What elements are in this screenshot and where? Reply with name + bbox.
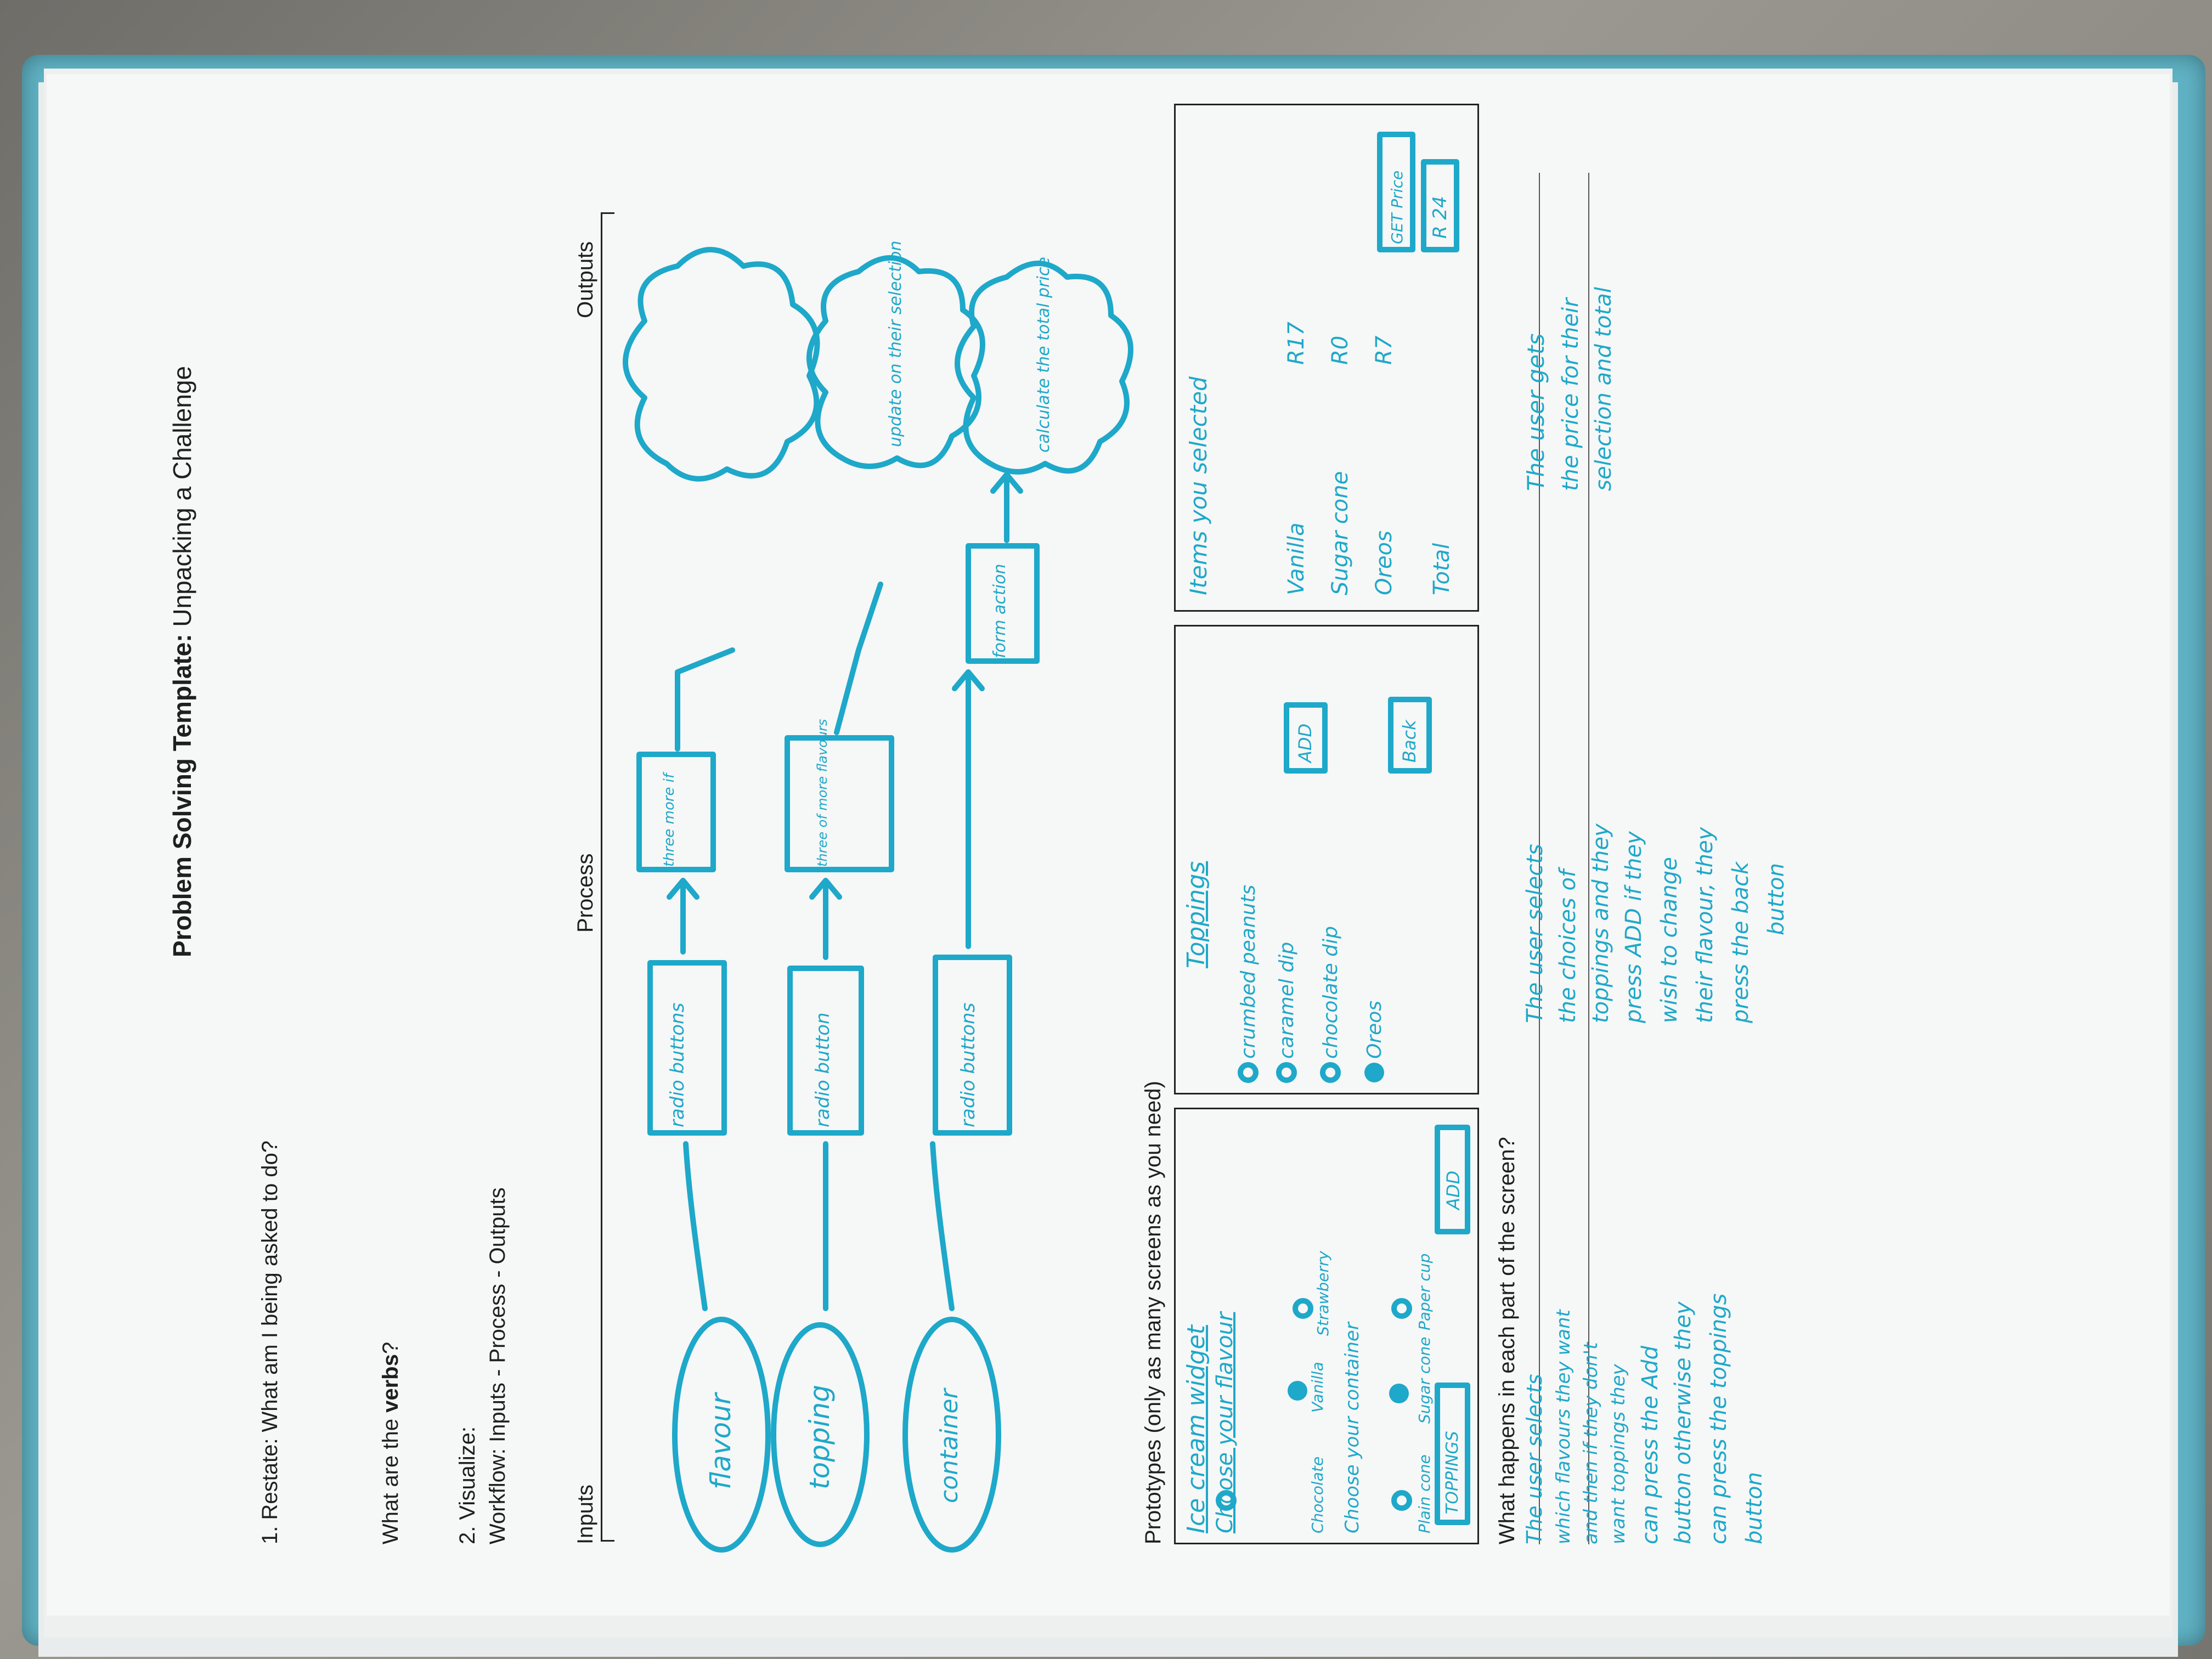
back-btn-outline: [1388, 697, 1432, 774]
explanation-2-line: The user selects: [1522, 844, 1548, 1023]
process-box-1: [647, 960, 727, 1136]
process-box-6: [966, 543, 1040, 664]
explanation-1-line: can press the toppings: [1706, 1293, 1731, 1544]
explanation-3-line: selection and total: [1591, 287, 1616, 491]
explanation-2-line: their flavour, they: [1692, 827, 1718, 1023]
screen1-container-paper: Paper cup: [1415, 1253, 1434, 1330]
add-btn-outline-1: [1435, 1125, 1470, 1234]
output-cloud-1: [623, 247, 820, 482]
screen3-row-name-1: Vanilla: [1284, 522, 1309, 595]
input-flavour: flavour: [705, 1393, 737, 1489]
output-cloud-3: [955, 261, 1133, 475]
process-three-more: three more if: [661, 773, 678, 867]
arrow-3: [952, 669, 985, 949]
radio-strawberry: [1293, 1298, 1313, 1319]
screen2-item-chocolate-dip: chocolate dip: [1319, 926, 1342, 1059]
screen1-flavour-vanilla: Vanilla: [1308, 1362, 1327, 1413]
input-oval-flavour: [672, 1317, 771, 1553]
process-box-2: [787, 966, 864, 1136]
radio-paper-cup: [1391, 1298, 1412, 1319]
explanation-1-line: which flavours they want: [1553, 1310, 1575, 1544]
radio-caramel: [1276, 1062, 1297, 1083]
screen3-row-price-3: R7: [1372, 335, 1397, 365]
screen3-total-label: Total: [1429, 543, 1454, 595]
screen2-item-oreos: Oreos: [1363, 1000, 1386, 1059]
worksheet-page: Problem Solving Template: Unpacking a Ch…: [47, 74, 2170, 1616]
explanation-1-line: can press the Add: [1638, 1346, 1663, 1544]
paper-sheet: [47, 74, 2170, 1616]
screen1-toppings-button: TOPPINGS: [1443, 1431, 1462, 1514]
explanation-3-line: the price for their: [1558, 298, 1583, 491]
input-topping: topping: [804, 1385, 836, 1489]
radio-chocolate-dip: [1320, 1062, 1341, 1083]
add-btn-outline-2: [1284, 702, 1328, 774]
screen1-flavour-strawberry: Strawberry: [1314, 1251, 1332, 1336]
screen1-title: Ice cream widget: [1182, 1325, 1210, 1533]
process-box-4: [636, 752, 716, 872]
input-oval-container: [902, 1317, 1001, 1553]
explanation-2-line: press ADD if they: [1621, 831, 1646, 1023]
output-cloud-2: [806, 255, 985, 469]
arrow-1: [667, 878, 699, 955]
arrow-4: [675, 647, 735, 752]
input-container: container: [935, 1389, 963, 1503]
toppings-btn-outline: [1435, 1383, 1470, 1525]
screen2-add-button: ADD: [1295, 723, 1316, 763]
screen2-item-caramel: caramel dip: [1276, 941, 1298, 1059]
screen2-title: Toppings: [1182, 861, 1210, 968]
explanation-1-line: button otherwise they: [1671, 1301, 1696, 1544]
explanation-1-line: want toppings they: [1607, 1364, 1629, 1544]
arrow-6: [990, 472, 1023, 543]
explanation-3-line: The user gets: [1522, 333, 1549, 491]
process-radio-3: radio buttons: [957, 1002, 979, 1127]
explanation-1-line: The user selects: [1522, 1374, 1547, 1544]
process-three-flavours: three of more flavours: [815, 719, 830, 867]
process-radio-2: radio button: [812, 1012, 834, 1127]
output-update: update on their selection: [886, 240, 905, 447]
screen2-back-button: Back: [1399, 720, 1420, 763]
screen3-total-value: R 24: [1429, 196, 1451, 239]
input-line-3: [930, 1141, 955, 1311]
screen3-row-price-2: R0: [1328, 335, 1353, 365]
radio-plain-cone: [1391, 1490, 1412, 1511]
screen1-container-plain: Plain cone: [1415, 1454, 1434, 1533]
explanation-1-line: button: [1742, 1472, 1767, 1544]
radio-peanuts: [1238, 1062, 1259, 1083]
process-box-5: [785, 735, 894, 872]
screen3-row-name-3: Oreos: [1372, 531, 1397, 595]
screen2-item-peanuts: crumbed peanuts: [1237, 884, 1260, 1059]
radio-oreos-selected: [1364, 1063, 1384, 1082]
screen1-container-sugar: Sugar cone: [1415, 1336, 1434, 1424]
screen3-row-name-2: Sugar cone: [1328, 471, 1353, 595]
explanation-2-line: toppings and they: [1588, 823, 1613, 1023]
radio-vanilla-selected: [1288, 1381, 1307, 1401]
workflow-diagram-ink: [623, 132, 1470, 1553]
input-oval-topping: [771, 1322, 870, 1547]
process-form-action: form action: [990, 563, 1009, 658]
screen3-get-price-button: GET Price: [1388, 170, 1406, 244]
process-radio-1: radio buttons: [667, 1002, 689, 1127]
screen3-row-price-1: R17: [1284, 321, 1309, 365]
explanation-2-line: wish to change: [1657, 857, 1682, 1023]
total-value-outline: [1421, 159, 1459, 252]
get-price-btn-outline: [1377, 132, 1415, 252]
process-box-3: [933, 955, 1012, 1136]
arrow-2: [809, 878, 842, 960]
screen1-prompt-container: Choose your container: [1341, 1322, 1363, 1533]
radio-chocolate: [1216, 1490, 1237, 1511]
explanation-1-line: and then if they don't: [1580, 1342, 1602, 1545]
explanation-2-line: press the back: [1728, 861, 1753, 1023]
explanation-2-line: the choices of: [1555, 870, 1581, 1023]
input-line-1: [683, 1141, 708, 1311]
arrow-5: [834, 582, 883, 735]
screen1-prompt-flavour: Choose your flavour: [1212, 1312, 1238, 1533]
screen1-add-button: ADD: [1443, 1170, 1464, 1210]
explanation-2-line: button: [1764, 863, 1789, 935]
output-calculate: calculate the total price: [1034, 257, 1053, 453]
radio-sugar-cone-selected: [1389, 1384, 1409, 1403]
screen1-flavour-chocolate: Chocolate: [1308, 1456, 1327, 1533]
screen3-title: Items you selected: [1185, 376, 1212, 595]
